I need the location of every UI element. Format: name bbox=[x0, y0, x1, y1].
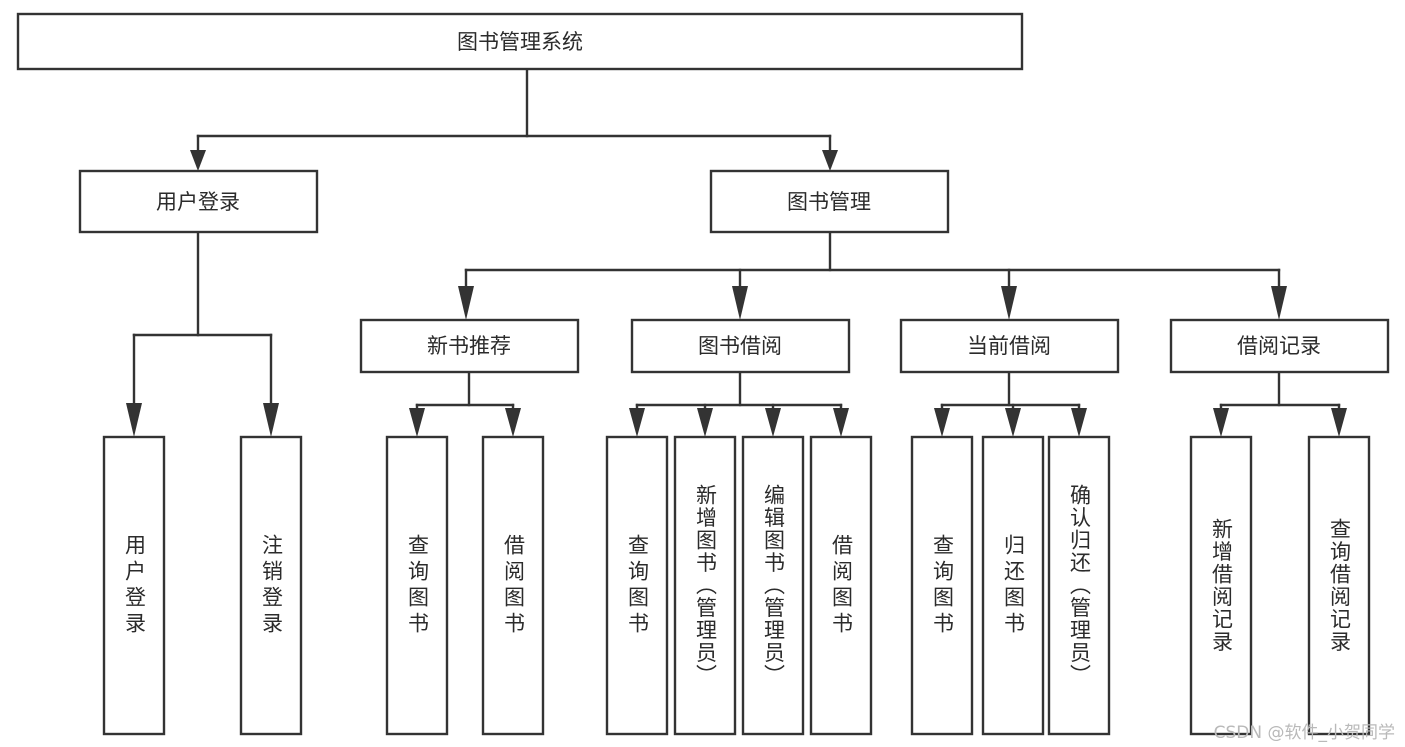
arrow-head-user-login bbox=[190, 150, 206, 171]
node-new-book-rec[interactable] bbox=[359, 318, 580, 374]
node-book-manage[interactable] bbox=[709, 169, 950, 234]
arrow-head-borrow-record bbox=[1271, 286, 1287, 320]
arrow-head-leaf-borrow-book-b bbox=[833, 408, 849, 437]
node-leaf-add-record[interactable] bbox=[1189, 435, 1253, 736]
node-leaf-query-book-c[interactable] bbox=[910, 435, 974, 736]
arrow-head-book-manage bbox=[822, 150, 838, 171]
arrow-head-book-borrow bbox=[732, 286, 748, 320]
arrow-head-leaf-query-book-c bbox=[934, 408, 950, 437]
node-borrow-record[interactable] bbox=[1169, 318, 1390, 374]
arrow-head-leaf-edit-book bbox=[765, 408, 781, 437]
arrow-head-leaf-borrow-book-rec bbox=[505, 408, 521, 437]
arrow-head-current-borrow bbox=[1001, 286, 1017, 320]
arrow-head-leaf-confirm-return bbox=[1071, 408, 1087, 437]
node-new-book-rec-label: 新书推荐 bbox=[427, 334, 511, 358]
node-leaf-confirm-return[interactable] bbox=[1047, 435, 1111, 736]
arrow-head-leaf-return-book bbox=[1005, 408, 1021, 437]
arrow-head-leaf-query-book-rec bbox=[409, 408, 425, 437]
node-leaf-return-book[interactable] bbox=[981, 435, 1045, 736]
arrow-head-leaf-user-login bbox=[126, 403, 142, 437]
edge-layer bbox=[126, 67, 1347, 437]
arrow-head-leaf-query-book-b bbox=[629, 408, 645, 437]
node-current-borrow-label: 当前借阅 bbox=[967, 334, 1051, 358]
node-root[interactable] bbox=[16, 12, 1024, 71]
arrow-head-leaf-add-book bbox=[697, 408, 713, 437]
node-leaf-query-book-b[interactable] bbox=[605, 435, 669, 736]
node-leaf-query-record[interactable] bbox=[1307, 435, 1371, 736]
node-user-login[interactable] bbox=[78, 169, 319, 234]
node-book-borrow-label: 图书借阅 bbox=[698, 334, 782, 358]
node-leaf-borrow-book-b[interactable] bbox=[809, 435, 873, 736]
node-leaf-borrow-book-rec[interactable] bbox=[481, 435, 545, 736]
arrow-head-leaf-add-record bbox=[1213, 408, 1229, 437]
node-leaf-edit-book[interactable] bbox=[741, 435, 805, 736]
arrow-head-new-book-rec bbox=[458, 286, 474, 320]
arrow-head-leaf-query-record bbox=[1331, 408, 1347, 437]
node-layer: 图书管理系统 用户登录 图书管理 新书推荐 图书借阅 当前借阅 借阅记录 bbox=[16, 12, 1390, 736]
arrow-head-leaf-logout bbox=[263, 403, 279, 437]
node-borrow-record-label: 借阅记录 bbox=[1237, 334, 1321, 358]
node-book-manage-label: 图书管理 bbox=[787, 190, 871, 214]
node-user-login-label: 用户登录 bbox=[156, 190, 240, 214]
node-leaf-user-login[interactable] bbox=[102, 435, 166, 736]
node-current-borrow[interactable] bbox=[899, 318, 1120, 374]
node-leaf-logout[interactable] bbox=[239, 435, 303, 736]
node-book-borrow[interactable] bbox=[630, 318, 851, 374]
node-leaf-add-book[interactable] bbox=[673, 435, 737, 736]
node-root-label: 图书管理系统 bbox=[457, 30, 583, 54]
node-leaf-query-book-rec[interactable] bbox=[385, 435, 449, 736]
